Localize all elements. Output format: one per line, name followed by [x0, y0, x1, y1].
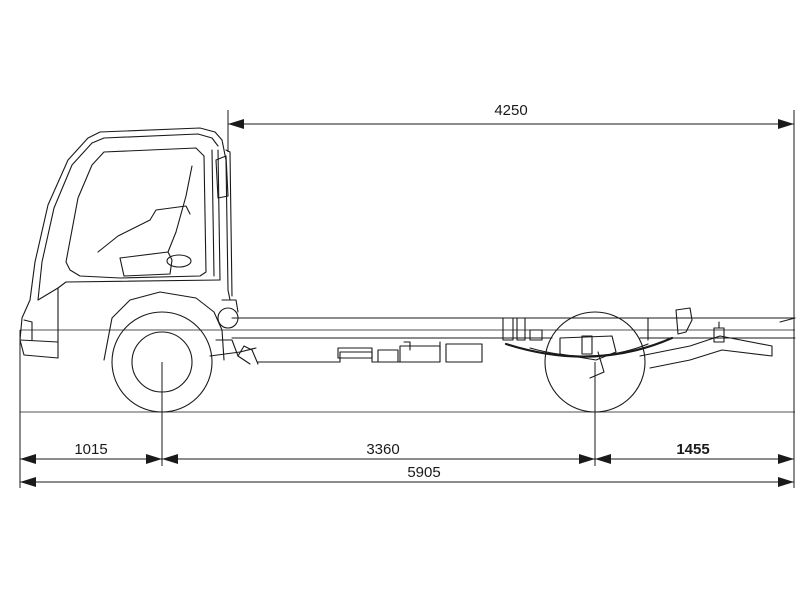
wheelbase-label: 3360	[366, 441, 399, 458]
chassis-frame	[209, 299, 796, 379]
cab	[19, 127, 233, 359]
dimension-rear-overhang: 1455	[595, 441, 794, 464]
dimension-front-overhang: 1015	[20, 441, 162, 464]
overall-length-label: 5905	[407, 464, 440, 481]
rear-overhang-label: 1455	[676, 441, 709, 458]
dimension-wheelbase: 3360	[162, 441, 595, 464]
front-overhang-label: 1015	[74, 441, 107, 458]
cargo-length-label: 4250	[494, 102, 527, 119]
dimension-overall-length: 5905	[20, 464, 794, 487]
dimension-cargo-length: 4250	[227, 102, 795, 318]
front-wheel	[103, 291, 225, 413]
